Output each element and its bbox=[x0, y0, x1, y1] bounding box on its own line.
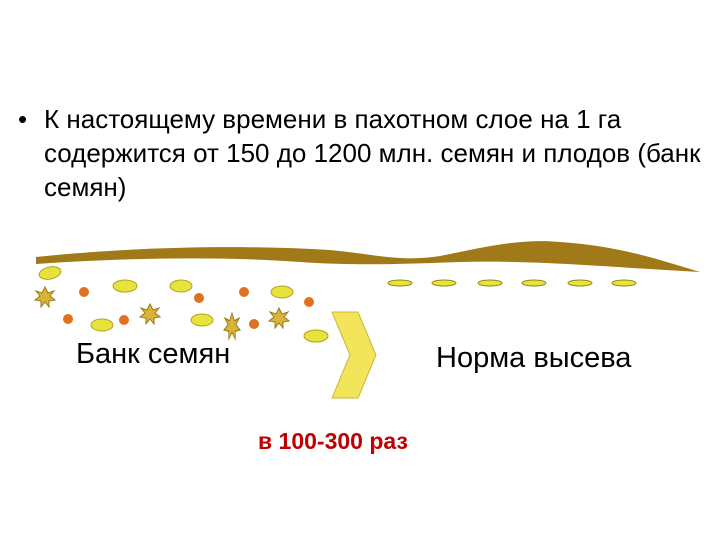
small-seed bbox=[521, 279, 547, 287]
seed-oval bbox=[190, 313, 214, 327]
seed-dot bbox=[194, 293, 204, 303]
spiky-seed bbox=[33, 285, 57, 309]
seed-oval bbox=[112, 279, 138, 293]
bullet-marker: • bbox=[18, 104, 28, 134]
small-seed bbox=[477, 279, 503, 287]
small-seed bbox=[431, 279, 457, 287]
small-seed bbox=[387, 279, 413, 287]
seeding-rate-label: Норма высева bbox=[436, 342, 632, 374]
seed-dot bbox=[79, 287, 89, 297]
seed-bank-label: Банк семян bbox=[76, 338, 231, 370]
bullet-text: К настоящему времени в пахотном слое на … bbox=[44, 104, 701, 202]
ratio-label: в 100-300 раз bbox=[258, 428, 408, 454]
seed-oval bbox=[169, 279, 193, 293]
bullet-item: • К настоящему времени в пахотном слое н… bbox=[18, 102, 708, 204]
seed-oval bbox=[303, 329, 329, 343]
seed-dot bbox=[239, 287, 249, 297]
small-seed bbox=[567, 279, 593, 287]
spiky-seed bbox=[223, 311, 241, 341]
seed-dot bbox=[249, 319, 259, 329]
seed-oval bbox=[90, 318, 114, 332]
seed-dot bbox=[63, 314, 73, 324]
soil-seeds-row bbox=[387, 279, 637, 287]
seed-dot bbox=[119, 315, 129, 325]
chevron-arrow-icon bbox=[331, 311, 377, 399]
soil-layer bbox=[36, 241, 700, 272]
spiky-seed bbox=[138, 302, 162, 326]
seed-oval bbox=[270, 285, 294, 299]
spiky-seed bbox=[267, 306, 291, 330]
small-seed bbox=[611, 279, 637, 287]
seed-oval bbox=[38, 266, 62, 280]
seed-dot bbox=[304, 297, 314, 307]
